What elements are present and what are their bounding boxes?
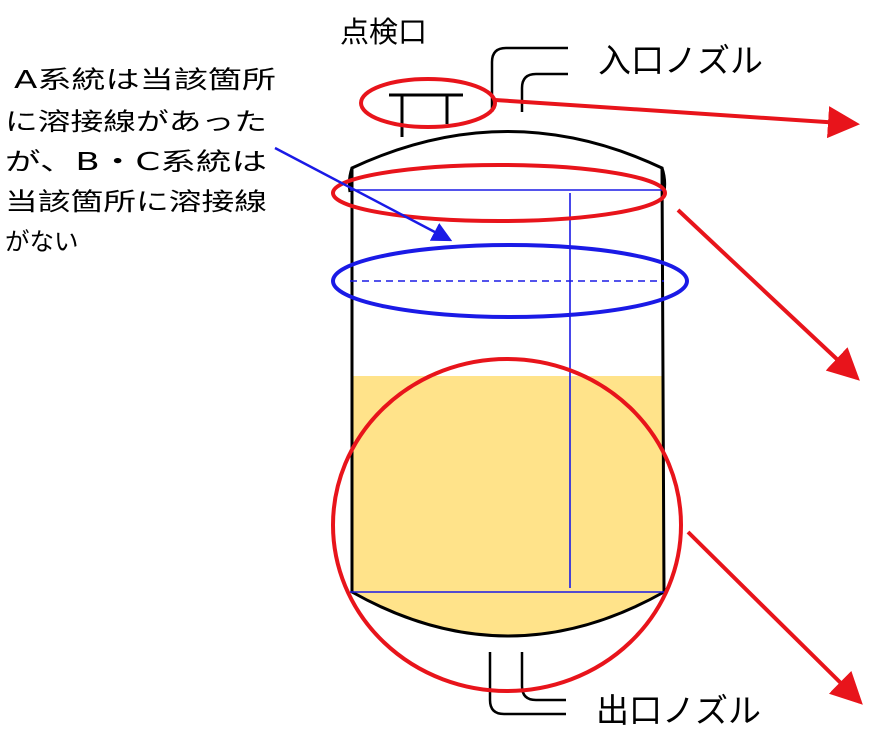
weld-note-line: が、B・C系統は <box>5 147 267 176</box>
weld-line-highlight <box>331 243 689 319</box>
weld-note: A系統は当該箇所 に溶接線があった が、B・C系統は 当該箇所に溶接線 がない <box>5 65 276 256</box>
weld-note-line: がない <box>5 227 79 256</box>
liquid-fill <box>352 376 664 636</box>
inspection-port-highlight <box>359 77 497 129</box>
weld-lines <box>350 189 664 593</box>
inspection-port-arrow <box>494 98 860 139</box>
lower-body-arrow <box>686 530 863 705</box>
weld-note-line: に溶接線があった <box>5 107 267 136</box>
inlet-nozzle-label: 入口ノズル <box>598 41 763 80</box>
upper-weld-arrow <box>676 208 860 381</box>
inspection-port-label: 点検口 <box>340 15 427 49</box>
weld-note-line: 当該箇所に溶接線 <box>5 187 267 216</box>
outlet-nozzle-label: 出口ノズル <box>596 691 761 730</box>
outlet-nozzle-pipe <box>488 652 566 716</box>
inlet-nozzle-pipe <box>490 46 568 112</box>
upper-weld-highlight <box>331 163 667 223</box>
note-arrow <box>274 146 453 242</box>
weld-note-line: A系統は当該箇所 <box>14 65 276 94</box>
lower-body-highlight <box>331 357 683 693</box>
inspection-port-fitting <box>389 93 463 137</box>
